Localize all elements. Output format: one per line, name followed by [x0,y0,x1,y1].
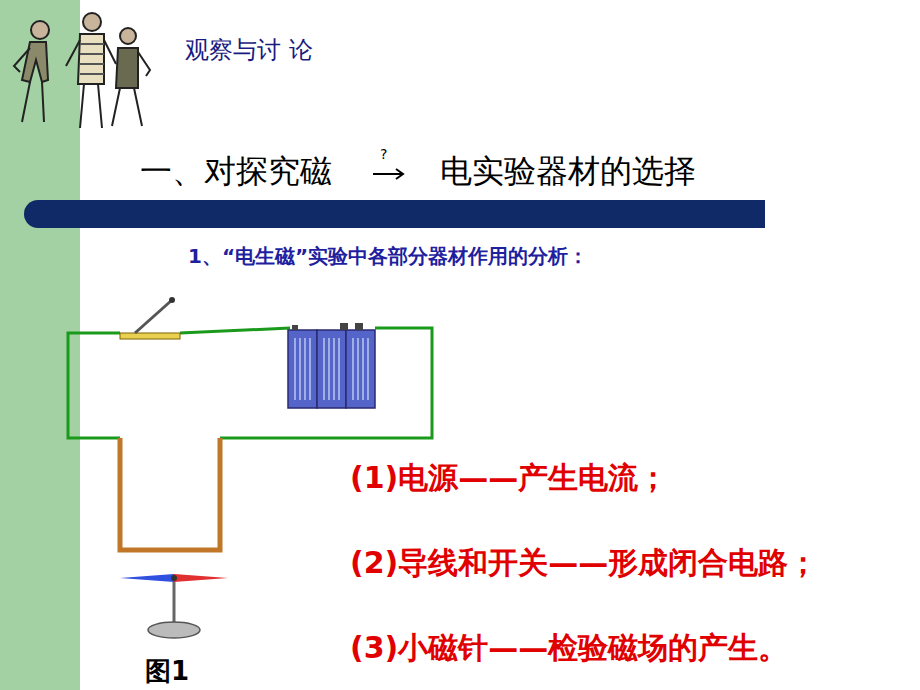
switch-knob [169,297,175,303]
switch-lever [135,300,172,333]
discussion-clipart [14,13,150,128]
figure-label: 图1 [145,656,189,687]
component-note: (2)导线和开关——形成闭合电路； [350,545,818,581]
slide-title: 观察与讨 论 [185,36,313,65]
section-heading: 一、对探究磁 [140,152,332,190]
switch-base [120,333,180,339]
question-mark: ? [380,146,387,163]
battery [288,323,375,408]
component-note: (1)电源——产生电流； [350,460,668,496]
heading-arrow [373,169,403,179]
header-bar [24,200,765,228]
section-heading: 电实验器材的选择 [440,152,696,190]
component-note: (3)小磁针——检验磁场的产生。 [350,630,788,666]
battery-plates [295,338,368,400]
compass [120,574,228,638]
sub-heading: 1、“电生磁”实验中各部分器材作用的分析： [188,244,588,268]
wire-loop [120,438,220,550]
circuit-wire [68,328,432,438]
